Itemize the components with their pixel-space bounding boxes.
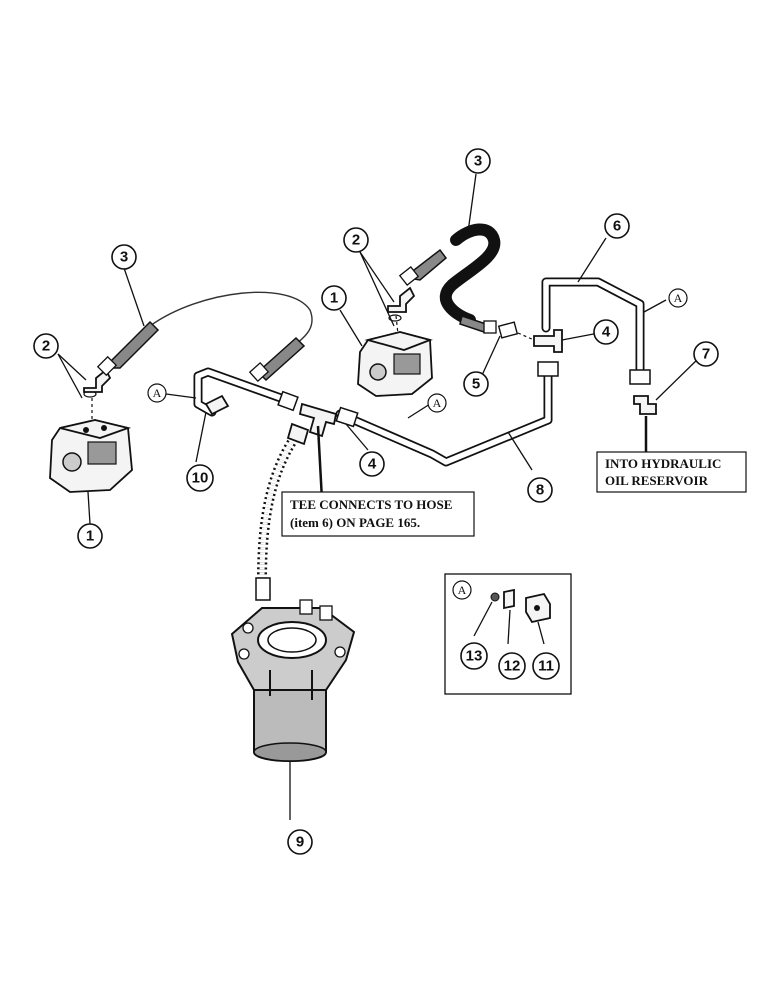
adapter-fitting <box>497 321 519 339</box>
svg-text:10: 10 <box>192 470 209 487</box>
callout-13: 13 <box>460 642 488 670</box>
detail-marker-a-left: A <box>147 383 167 403</box>
callout-1-left: 1 <box>77 523 103 549</box>
callout-7: 7 <box>693 341 719 367</box>
callout-1-center: 1 <box>321 285 347 311</box>
tee-fitting-center <box>298 402 359 438</box>
fitting-10 <box>204 394 230 416</box>
reservoir-fitting <box>633 395 657 415</box>
callout-10: 10 <box>186 464 214 492</box>
callout-6: 6 <box>604 213 630 239</box>
tee-note-line2: (item 6) ON PAGE 165. <box>290 515 420 530</box>
svg-text:6: 6 <box>613 218 621 235</box>
tee-fitting-right <box>533 329 563 353</box>
callout-2-left: 2 <box>33 333 59 359</box>
callout-9: 9 <box>287 829 313 855</box>
hose-center-black <box>398 223 501 334</box>
detail-marker-a-box: A <box>452 580 472 600</box>
callout-3-left: 3 <box>111 244 137 270</box>
tee-note: TEE CONNECTS TO HOSE (item 6) ON PAGE 16… <box>281 491 475 537</box>
reservoir-note: INTO HYDRAULIC OIL RESERVOIR <box>596 451 747 493</box>
svg-text:1: 1 <box>86 528 94 545</box>
pump-left <box>49 419 133 493</box>
pipe-left-return <box>193 367 299 417</box>
reservoir-note-line2: OIL RESERVOIR <box>605 473 709 488</box>
svg-text:A: A <box>674 291 683 305</box>
svg-text:A: A <box>433 396 442 410</box>
svg-text:7: 7 <box>702 346 710 363</box>
callout-11: 11 <box>532 652 560 680</box>
svg-text:12: 12 <box>504 658 521 675</box>
svg-text:13: 13 <box>466 648 483 665</box>
callout-4-center: 4 <box>359 451 385 477</box>
svg-text:5: 5 <box>472 376 480 393</box>
tee-note-line1: TEE CONNECTS TO HOSE <box>290 497 452 512</box>
reservoir-note-line1: INTO HYDRAULIC <box>605 456 721 471</box>
svg-text:11: 11 <box>538 658 554 675</box>
pipe-8 <box>335 361 559 467</box>
svg-text:1: 1 <box>330 290 338 307</box>
callout-12: 12 <box>498 652 526 680</box>
hose-left <box>96 291 313 383</box>
elbow-fitting-center <box>387 286 416 313</box>
svg-text:3: 3 <box>120 249 128 266</box>
svg-text:2: 2 <box>42 338 50 355</box>
filter-housing <box>230 599 356 762</box>
svg-text:4: 4 <box>602 324 611 341</box>
callout-3-right: 3 <box>465 148 491 174</box>
pump-center <box>357 331 433 397</box>
pipe-6 <box>541 277 651 385</box>
detail-marker-a-center: A <box>427 393 447 413</box>
detail-marker-a-right: A <box>668 288 688 308</box>
svg-text:2: 2 <box>352 232 360 249</box>
callout-5: 5 <box>463 371 489 397</box>
hose-to-filter <box>255 422 310 601</box>
svg-text:A: A <box>153 386 162 400</box>
svg-text:8: 8 <box>536 482 544 499</box>
svg-text:A: A <box>458 583 467 597</box>
elbow-fitting-left <box>83 368 112 393</box>
svg-text:4: 4 <box>368 456 377 473</box>
callout-8: 8 <box>527 477 553 503</box>
svg-text:3: 3 <box>474 153 482 170</box>
callout-2-center: 2 <box>343 227 369 253</box>
svg-text:9: 9 <box>296 834 304 851</box>
callout-4-right: 4 <box>593 319 619 345</box>
